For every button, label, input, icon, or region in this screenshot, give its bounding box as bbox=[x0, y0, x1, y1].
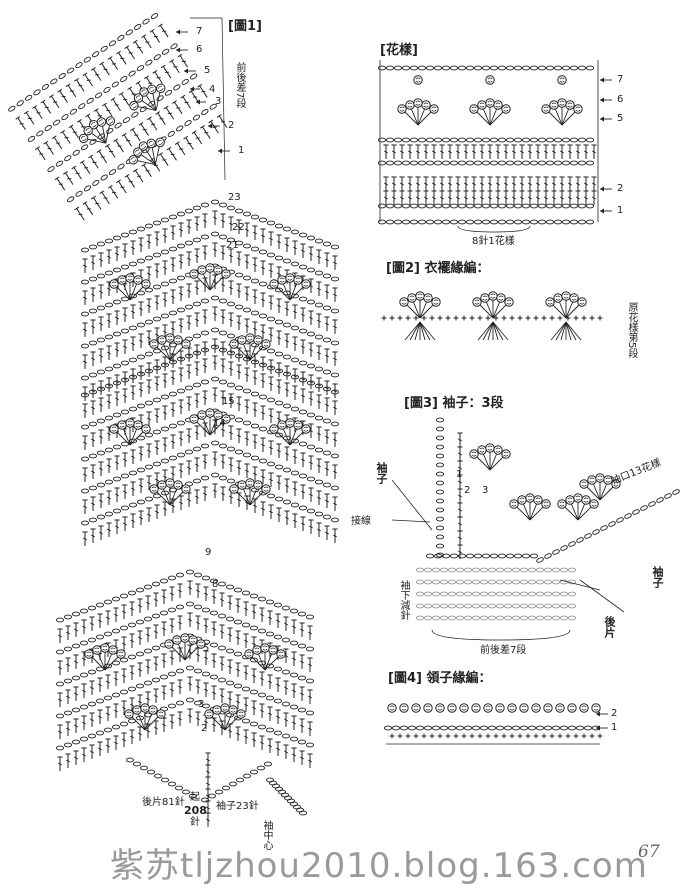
figure-2-hem-edging bbox=[381, 292, 603, 341]
row-number: 5 bbox=[617, 113, 624, 124]
page-number: 67 bbox=[638, 842, 660, 862]
sleeve-center-label: 袖中心 bbox=[261, 820, 272, 850]
figure-1-title: [圖1] bbox=[228, 19, 262, 34]
row-number: 1 bbox=[617, 205, 624, 216]
row-number: 14 bbox=[213, 418, 226, 429]
row-number: 8 bbox=[212, 579, 219, 590]
figure-4-title: [圖4] 領子緣編： bbox=[388, 671, 492, 686]
join-label: 接線 bbox=[351, 516, 371, 527]
figure-3-title: [圖3] 袖子：3段 bbox=[404, 396, 504, 411]
row-number: 15 bbox=[222, 396, 235, 407]
back-piece-label: 後片 bbox=[603, 616, 616, 638]
row-number: 23 bbox=[228, 192, 241, 203]
row-number: 1 bbox=[456, 469, 463, 480]
pattern-repeat-chart bbox=[377, 60, 599, 233]
figure-1-yoke-chart bbox=[7, 12, 340, 828]
row-number: 4 bbox=[209, 84, 216, 95]
original-row-note: 原花樣第5段 bbox=[626, 302, 637, 359]
row-number: 5 bbox=[203, 643, 210, 654]
row-number: 22 bbox=[232, 222, 245, 233]
row-number: 5 bbox=[204, 65, 211, 76]
row-number: 6 bbox=[617, 94, 624, 105]
row-number: 21 bbox=[226, 240, 239, 251]
sleeve-stitch-count: 袖子23針 bbox=[216, 801, 259, 812]
row-number: 2 bbox=[611, 708, 618, 719]
figure-3-sleeve-chart bbox=[391, 417, 681, 641]
row-number: 1 bbox=[611, 722, 618, 733]
sleeve-label-right: 袖子 bbox=[651, 566, 664, 588]
row-number: 1 bbox=[238, 145, 245, 156]
start-label: 起 bbox=[190, 792, 200, 803]
row-number: 7 bbox=[617, 74, 624, 85]
back-stitch-count: 後片81針 bbox=[142, 797, 185, 808]
row-number: 3 bbox=[198, 699, 205, 710]
row-number: 9 bbox=[205, 547, 212, 558]
figure-2-title: [圖2] 衣襬緣編： bbox=[386, 261, 490, 276]
start-unit: 針 bbox=[190, 817, 200, 828]
start-stitch-count: 208 bbox=[184, 804, 207, 817]
row-number: 2 bbox=[464, 485, 471, 496]
pattern-title: [花樣] bbox=[380, 43, 418, 58]
row-arrows bbox=[176, 29, 612, 731]
underarm-decrease-label: 袖下減針 bbox=[398, 580, 409, 620]
blog-watermark: 紫苏tljzhou2010.blog.163.com bbox=[110, 846, 648, 886]
row-number: 7 bbox=[196, 26, 203, 37]
row-number: 6 bbox=[196, 44, 203, 55]
pattern-repeat-label: 8針1花樣 bbox=[472, 236, 515, 247]
row-number: 2 bbox=[617, 183, 624, 194]
front-back-diff-label: 前後差7段 bbox=[234, 62, 245, 109]
sleeve-label-left: 袖子 bbox=[375, 462, 388, 484]
front-back-diff-sleeve-label: 前後差7段 bbox=[480, 645, 527, 656]
figure-4-collar-edging bbox=[383, 703, 603, 745]
row-number: 3 bbox=[215, 96, 222, 107]
row-number: 3 bbox=[482, 485, 489, 496]
row-number: 2 bbox=[201, 723, 208, 734]
row-number: 2 bbox=[228, 120, 235, 131]
